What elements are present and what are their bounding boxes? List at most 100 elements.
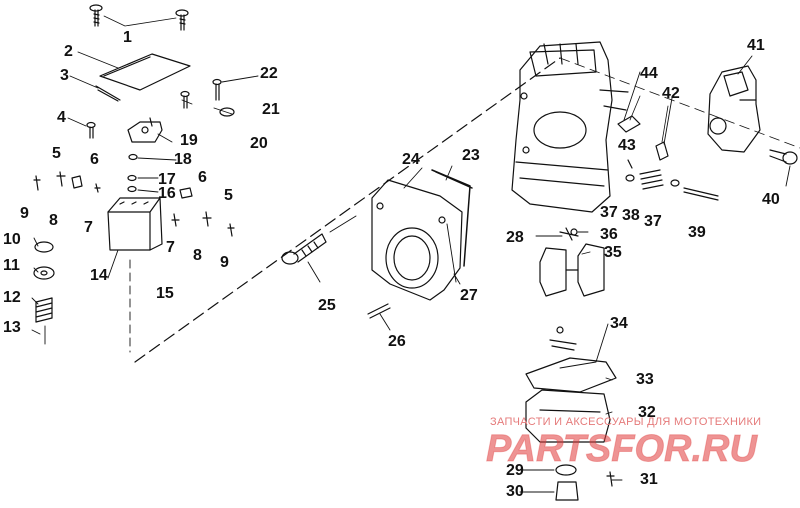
- callout-36: 36: [600, 226, 618, 243]
- callout-28: 28: [506, 229, 524, 246]
- screw-4: [86, 121, 96, 139]
- callout-37b: 37: [644, 213, 662, 230]
- callout-4: 4: [57, 109, 66, 126]
- dashed-centerline: [559, 57, 800, 149]
- callout-8-right: 8: [193, 247, 202, 264]
- callout-6-left: 6: [90, 151, 99, 168]
- svg-text:PARTSFOR.RU: PARTSFOR.RU: [486, 428, 758, 469]
- callout-7-right: 7: [166, 239, 175, 256]
- callout-23: 23: [462, 147, 480, 164]
- callout-35: 35: [604, 244, 622, 261]
- pin-7-left: [94, 183, 101, 193]
- washer-10: [34, 241, 54, 253]
- intake-flange-24: [371, 179, 463, 301]
- watermark-tagline: ЗАПЧАСТИ И АКСЕССУАРЫ ДЛЯ МОТОТЕХНИКИ: [490, 416, 762, 428]
- callout-30: 30: [506, 483, 524, 500]
- callout-5-left: 5: [52, 145, 61, 162]
- cover-plate: [99, 53, 191, 91]
- nut-6-left: [71, 175, 83, 189]
- spring-38: [639, 169, 664, 190]
- clip-36: [570, 228, 578, 236]
- clip-8-right: [202, 211, 212, 227]
- callout-43: 43: [618, 137, 636, 154]
- jet-42: [655, 141, 669, 161]
- callout-10: 10: [3, 231, 21, 248]
- gasket-23: [431, 169, 473, 267]
- callout-9-right: 9: [220, 254, 229, 271]
- washer-37a: [625, 174, 635, 182]
- washer-17: [127, 174, 137, 182]
- callout-17: 17: [158, 171, 176, 188]
- valve-body: [107, 197, 163, 251]
- callout-32: 32: [638, 404, 656, 421]
- callout-11: 11: [3, 257, 20, 274]
- callout-1: 1: [123, 29, 132, 46]
- jet-43: [627, 159, 633, 169]
- callout-14: 14: [90, 267, 108, 284]
- callout-12: 12: [3, 289, 21, 306]
- nut-6-right: [179, 187, 193, 199]
- callout-42: 42: [662, 85, 680, 102]
- callout-21: 21: [262, 101, 280, 118]
- spring-clip-9-left: [33, 175, 41, 191]
- spring-clip-9-right: [227, 223, 235, 237]
- float-bowl-32: [525, 389, 611, 443]
- washer-20: [219, 107, 235, 117]
- spring-12: [35, 297, 53, 323]
- carburetor-body: [511, 41, 629, 213]
- callout-38: 38: [622, 207, 640, 224]
- pin-18: [128, 153, 138, 161]
- callout-37a: 37: [600, 204, 618, 221]
- float-35: [539, 243, 605, 297]
- callout-2: 2: [64, 43, 73, 60]
- bracket: [127, 121, 163, 143]
- callout-16: 16: [158, 185, 176, 202]
- bowl-gasket-33: [525, 357, 617, 393]
- watermark-logo: PARTSFOR.RU: [486, 428, 759, 470]
- screw-40: [769, 149, 798, 165]
- callout-25: 25: [318, 297, 336, 314]
- callout-29: 29: [506, 462, 524, 479]
- washer-16: [127, 185, 137, 193]
- screw-21: [180, 90, 190, 109]
- callout-31: 31: [640, 471, 658, 488]
- float-pin-34: [549, 339, 577, 351]
- clip-26: [367, 303, 391, 319]
- screw-1b: [175, 9, 189, 31]
- callout-24: 24: [402, 151, 420, 168]
- callout-6-right: 6: [198, 169, 207, 186]
- callout-9-left: 9: [20, 205, 29, 222]
- callout-41: 41: [747, 37, 765, 54]
- callout-34: 34: [610, 315, 628, 332]
- drain-plug-29: [555, 464, 577, 476]
- callout-7-left: 7: [84, 219, 93, 236]
- jet-44: [617, 115, 641, 133]
- clip-8-left: [56, 171, 66, 187]
- throttle-cover-41: [707, 65, 761, 153]
- callout-8-left: 8: [49, 212, 58, 229]
- bolt-25: [281, 215, 357, 265]
- dashed-divider-line: [134, 57, 561, 363]
- washer-11: [33, 266, 55, 280]
- callout-19: 19: [180, 132, 198, 149]
- screw-31: [606, 471, 615, 487]
- screw-1a: [89, 4, 103, 27]
- callout-39: 39: [688, 224, 706, 241]
- callout-26: 26: [388, 333, 406, 350]
- screw-22: [212, 78, 222, 101]
- pin-7-right: [171, 213, 180, 227]
- callout-3: 3: [60, 67, 69, 84]
- pin-27: [446, 223, 457, 283]
- washer-37b: [670, 179, 680, 187]
- callout-40: 40: [762, 191, 780, 208]
- callout-20: 20: [250, 135, 268, 152]
- callout-15: 15: [156, 285, 174, 302]
- callout-22: 22: [260, 65, 278, 82]
- fitting-30: [555, 481, 579, 501]
- callout-27: 27: [460, 287, 478, 304]
- callout-44: 44: [640, 65, 658, 82]
- screw-39: [683, 187, 719, 201]
- callout-5-right: 5: [224, 187, 233, 204]
- callout-18: 18: [174, 151, 192, 168]
